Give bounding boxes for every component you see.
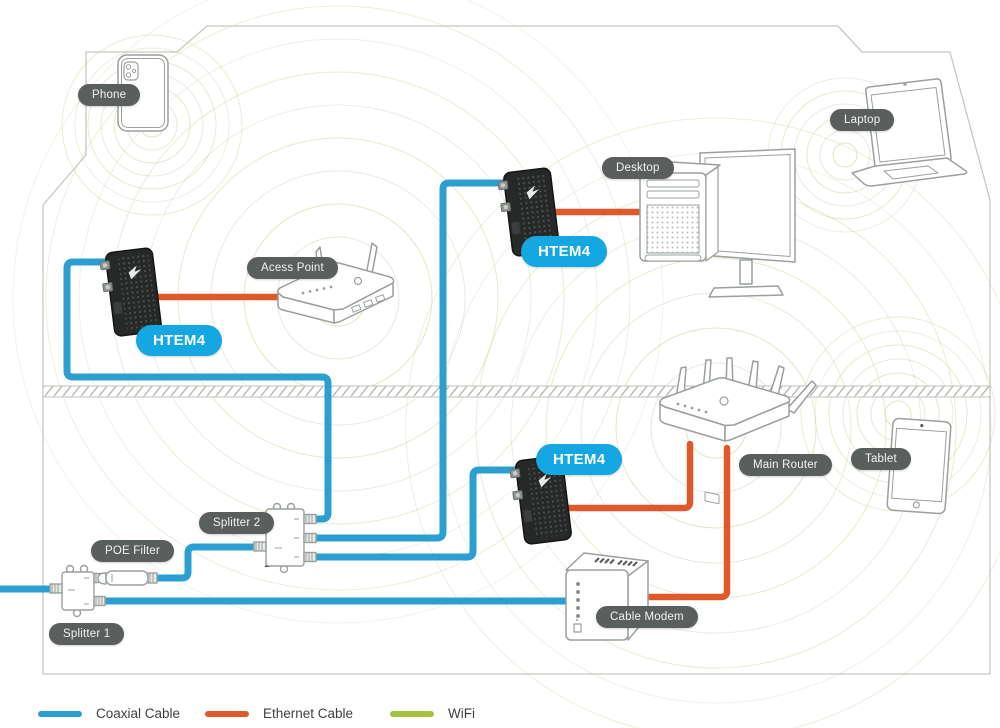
splitter1-label: Splitter 1 — [49, 623, 125, 645]
htem4-left-label: HTEM4 — [136, 325, 223, 356]
cable-modem-label: Cable Modem — [596, 606, 698, 628]
desktop-device — [639, 148, 796, 298]
ethernet-cable-label: Ethernet Cable — [263, 706, 354, 721]
eth-htem4-bottom-to-router — [556, 440, 694, 512]
ethernet-cables — [146, 208, 731, 601]
legend-item-coaxial: Coaxial Cable — [38, 706, 180, 721]
legend-item-wifi: WiFi — [390, 706, 475, 721]
laptop-device — [851, 78, 968, 187]
ethernet-cable-swatch — [205, 710, 249, 717]
coax-splitter2-to-htem4-top — [296, 179, 518, 542]
htem4-bottom-device — [509, 455, 572, 545]
htem4-bottom-label: HTEM4 — [536, 444, 623, 475]
access-point-label: Acess Point — [247, 257, 338, 279]
desktop-label: Desktop — [602, 157, 674, 179]
wifi-label: WiFi — [448, 706, 475, 721]
htem4-left-device — [99, 247, 162, 337]
htem4-top-label: HTEM4 — [521, 236, 608, 267]
coax-splitter2-to-htem4-left — [63, 258, 332, 523]
phone-label: Phone — [78, 84, 141, 106]
eth-router-to-modem — [626, 444, 731, 601]
coaxial-cable-swatch — [38, 710, 82, 717]
splitter2-device — [253, 502, 317, 574]
coax-splitter2-to-htem4-bottom — [296, 466, 532, 561]
htem4-top-device — [497, 167, 560, 257]
house-outline — [42, 25, 991, 675]
main-router-label: Main Router — [739, 454, 832, 476]
legend: Coaxial Cable Ethernet Cable WiFi — [0, 706, 1000, 728]
phone-device — [117, 54, 169, 132]
wifi-swatch — [390, 710, 434, 717]
laptop-label: Laptop — [830, 109, 895, 131]
tablet-device — [886, 417, 952, 515]
legend-item-ethernet: Ethernet Cable — [205, 706, 353, 721]
access-point-device — [277, 242, 395, 324]
splitter2-label: Splitter 2 — [199, 512, 275, 534]
poe-filter-device — [97, 570, 158, 586]
floor-divider — [42, 385, 991, 398]
coaxial-cable-label: Coaxial Cable — [96, 706, 181, 721]
coax-poe-to-splitter2 — [146, 543, 268, 582]
tablet-label: Tablet — [851, 448, 911, 470]
splitter1-device — [49, 564, 106, 618]
poe-filter-label: POE Filter — [91, 540, 175, 562]
coaxial-cables — [0, 179, 584, 605]
main-router-device — [659, 357, 817, 505]
